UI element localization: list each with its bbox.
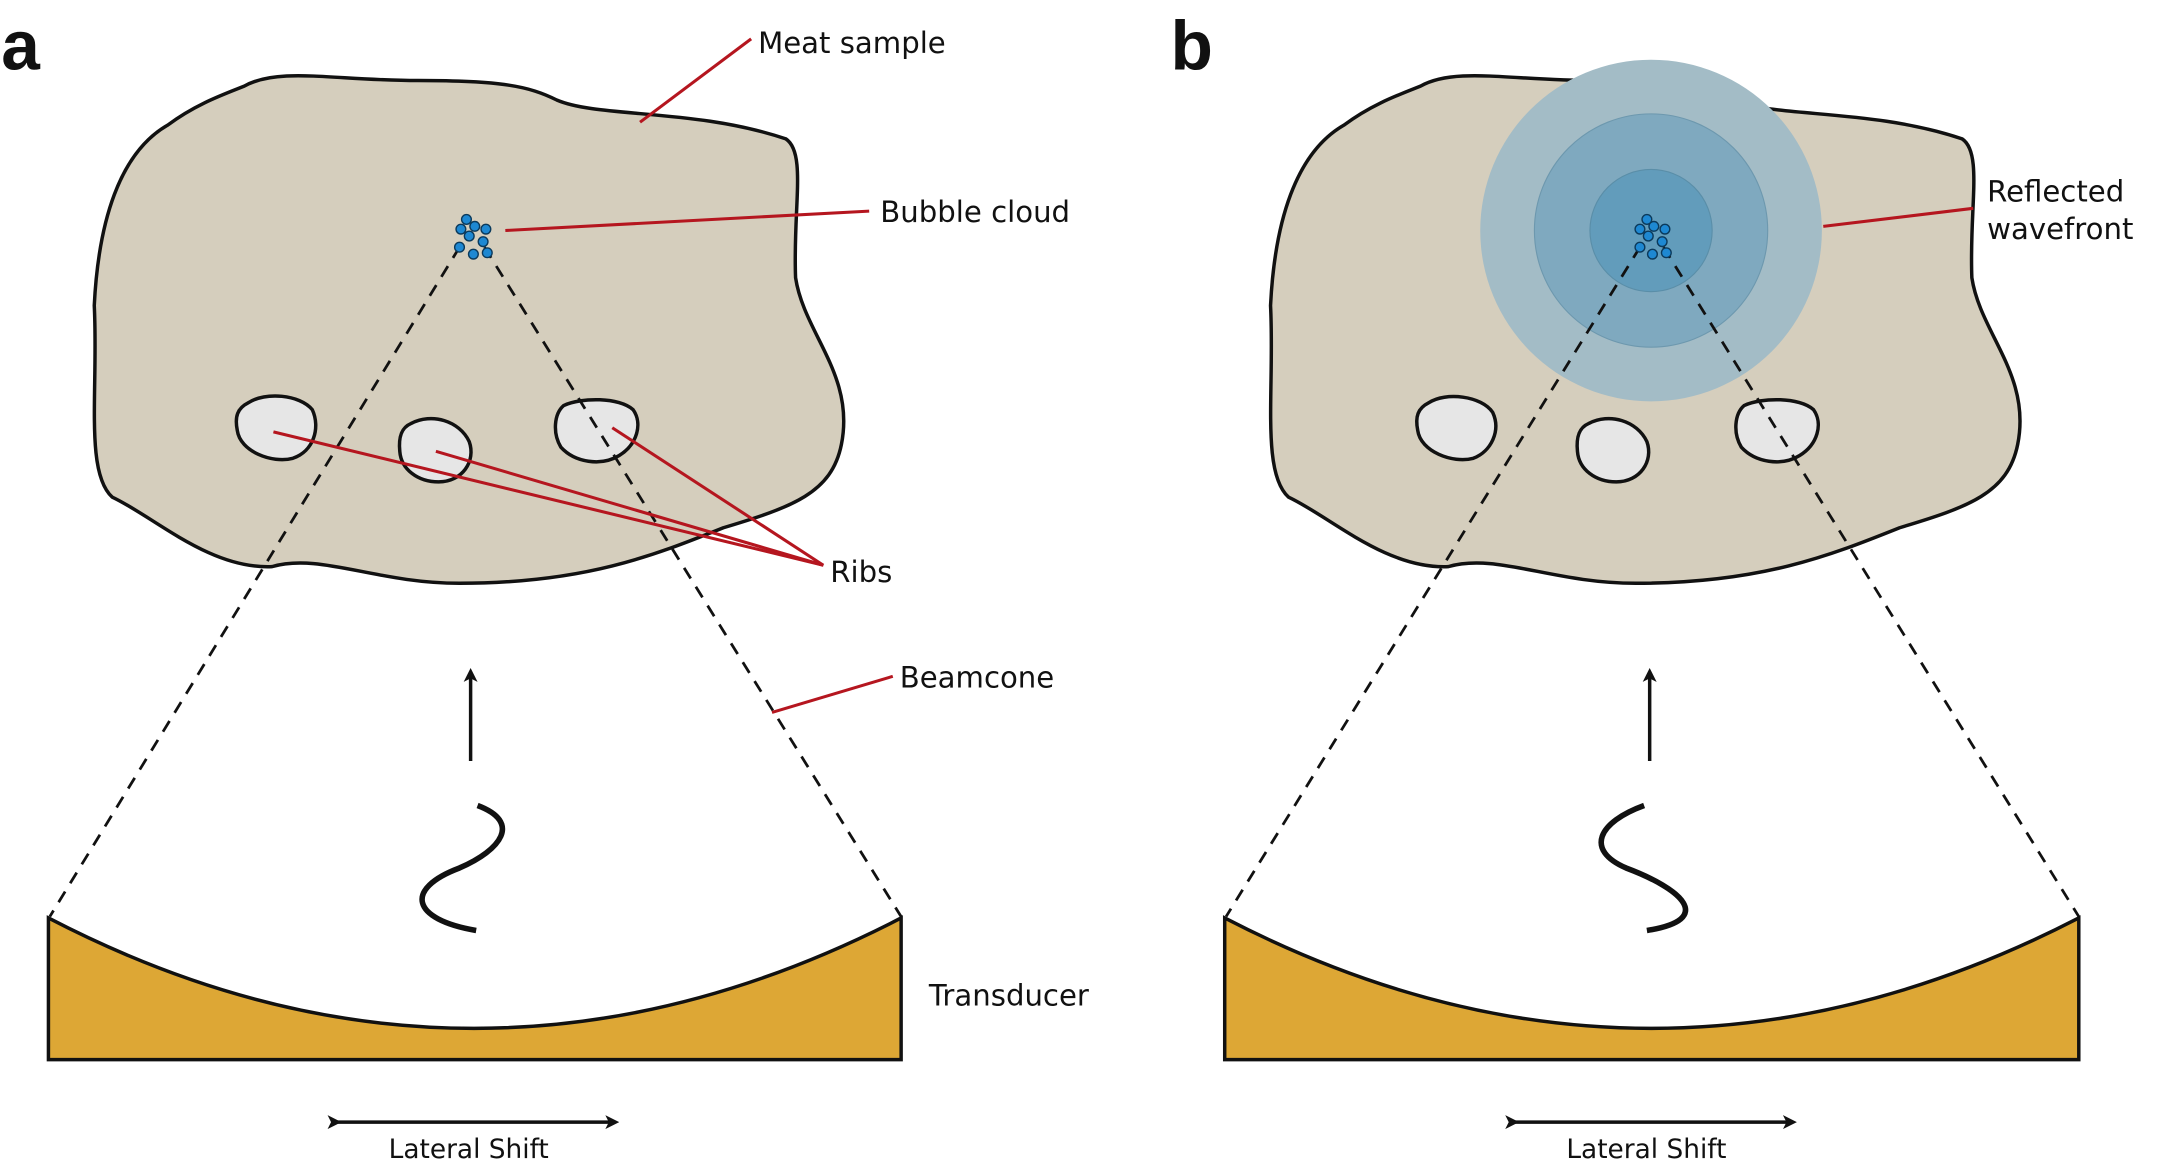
leader-rib-1: [273, 430, 824, 567]
rib-3: [553, 397, 640, 464]
label-transducer: Transducer: [928, 978, 1089, 1012]
wave-squiggle-icon-b: [1598, 802, 1689, 934]
rib-2-b: [1575, 416, 1651, 484]
leader-bubble-cloud: [505, 209, 870, 233]
panel-a: a Meat sample Bubble cloud Ribs Beamcone: [1, 6, 1089, 1161]
leader-rib-3: [611, 426, 825, 567]
label-reflected-wavefront-2: wavefront: [1987, 212, 2133, 246]
leader-lines-a: [273, 37, 894, 714]
wave-squiggle-icon: [419, 802, 506, 934]
meat-sample-shape: [92, 74, 846, 586]
label-ribs: Ribs: [830, 555, 892, 589]
transducer-b: [1222, 915, 2081, 1062]
bubble-cloud: [453, 213, 493, 260]
label-lateral-shift-a: Lateral Shift: [389, 1135, 549, 1161]
label-lateral-shift-b: Lateral Shift: [1566, 1135, 1726, 1161]
rib-1: [234, 394, 318, 462]
label-reflected-wavefront-1: Reflected: [1987, 174, 2124, 208]
transducer-a: [46, 915, 903, 1062]
leader-beamcone: [771, 674, 894, 714]
label-beamcone: Beamcone: [900, 660, 1054, 694]
panel-b: b Reflected wavefront Lateral Shift: [1171, 6, 2134, 1161]
leader-meat-sample: [639, 37, 753, 124]
beamcone-right-edge-b: [1662, 246, 2080, 918]
beamcone-left-edge: [48, 246, 461, 918]
rib-1-b: [1415, 394, 1498, 462]
panel-label-b: b: [1171, 6, 1213, 84]
beamcone-left-edge-b: [1224, 246, 1642, 918]
label-meat-sample: Meat sample: [758, 26, 946, 60]
label-bubble-cloud: Bubble cloud: [880, 195, 1070, 229]
leader-rib-2: [435, 449, 824, 567]
panel-label-a: a: [1, 6, 41, 84]
bubble-cloud-b: [1634, 213, 1672, 260]
leader-reflected-wavefront: [1823, 206, 1974, 228]
rib-3-b: [1734, 397, 1820, 464]
